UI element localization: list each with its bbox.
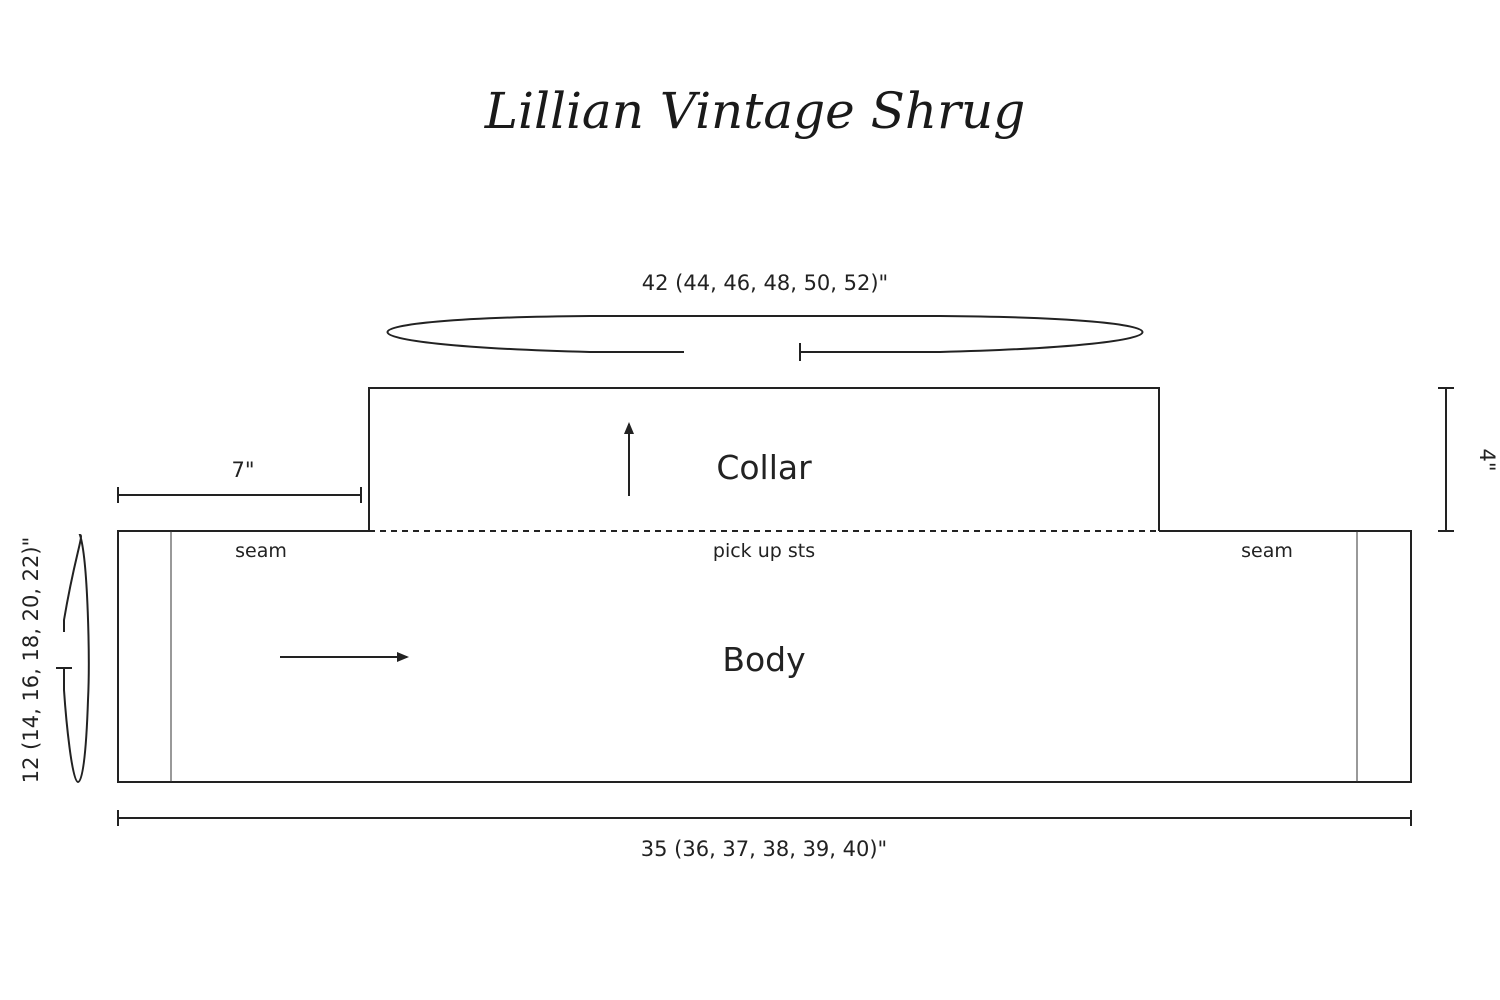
body-outline <box>117 530 1412 783</box>
collar-circumference-label: 42 (44, 46, 48, 50, 52)" <box>642 271 888 295</box>
collar-circumference-loop <box>386 315 1144 353</box>
seam-label-left: seam <box>235 540 287 562</box>
body-label: Body <box>722 640 805 679</box>
collar-height-label: 4" <box>1475 448 1499 471</box>
body-width-label: 35 (36, 37, 38, 39, 40)" <box>641 837 887 861</box>
body-height-loop <box>63 533 90 784</box>
collar-outline <box>368 387 1160 531</box>
collar-label: Collar <box>716 448 812 487</box>
pick-up-label: pick up sts <box>713 540 815 562</box>
collar-offset-label: 7" <box>231 458 254 482</box>
diagram-title: Lillian Vintage Shrug <box>484 82 1025 140</box>
seam-label-right: seam <box>1241 540 1293 562</box>
body-height-label: 12 (14, 16, 18, 20, 22)" <box>19 537 43 783</box>
